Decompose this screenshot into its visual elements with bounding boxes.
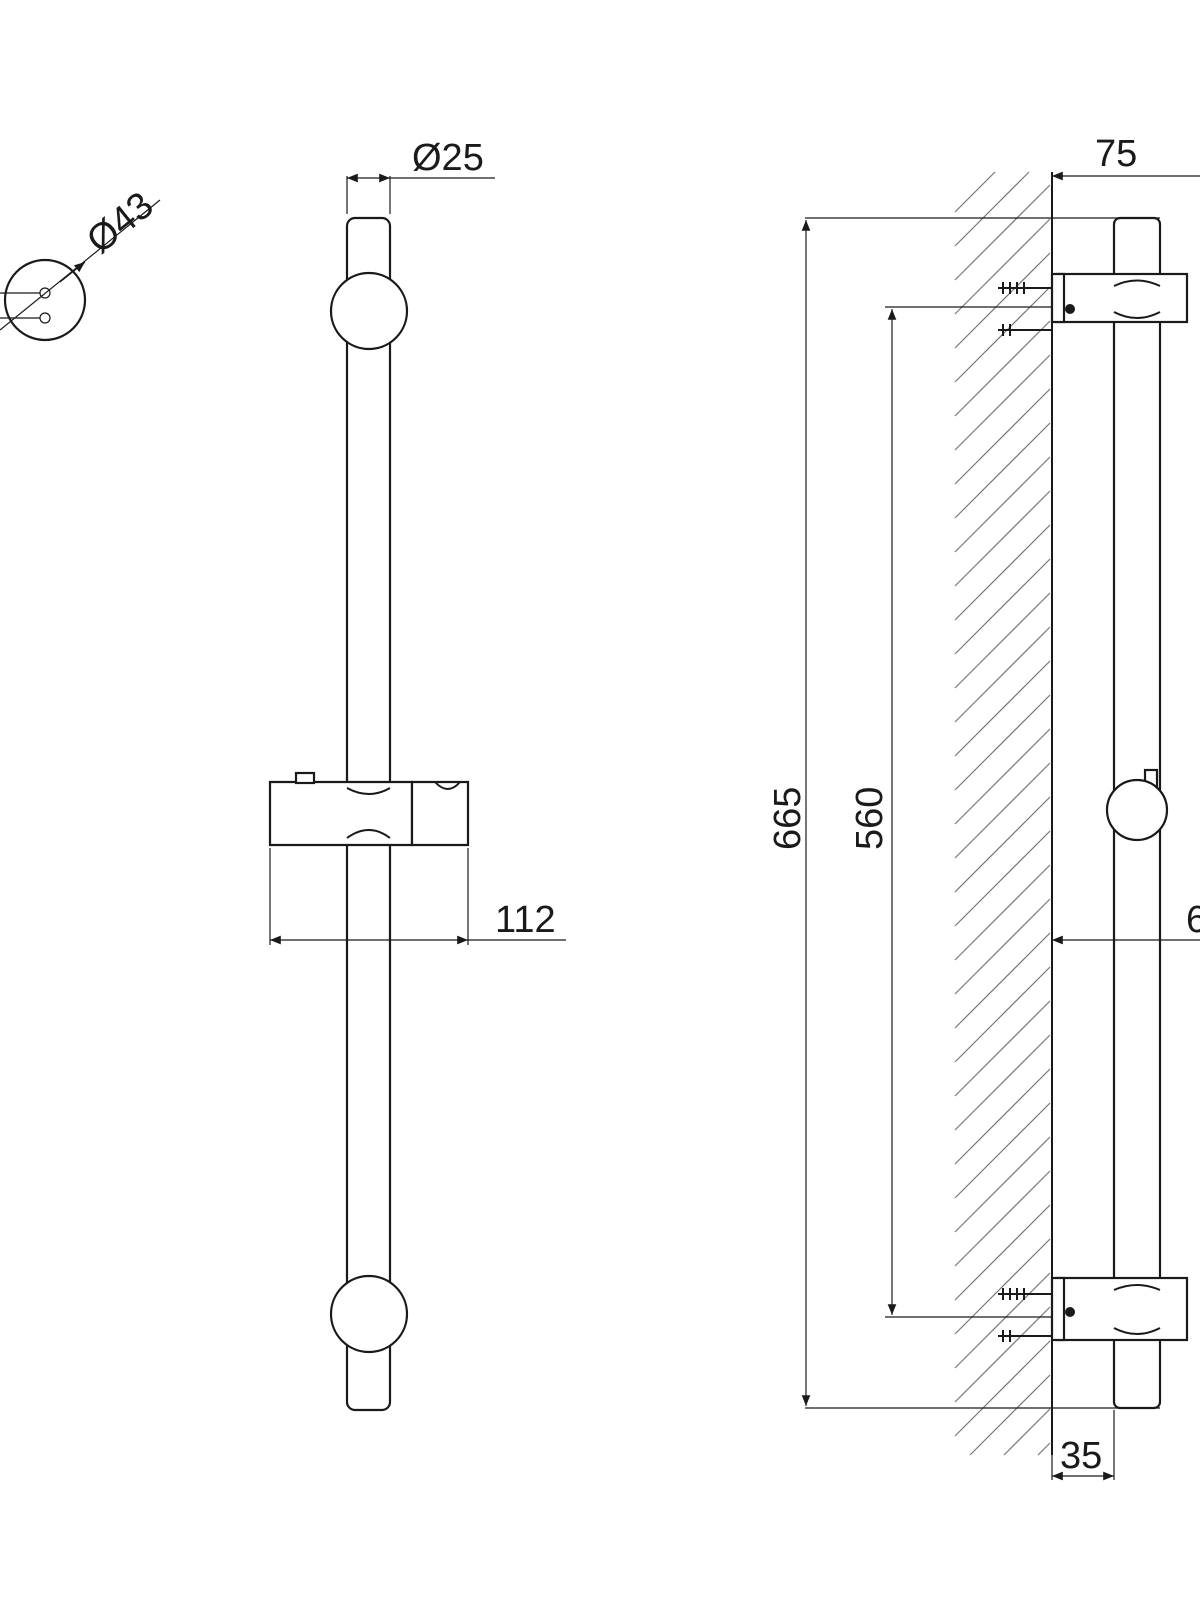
hatch-line (954, 728, 1051, 825)
hatch-line (954, 354, 1051, 451)
hatch-line (954, 932, 1051, 1029)
hatch-line (954, 1034, 1051, 1131)
mount-top-view: Ø43 (0, 184, 161, 342)
hatch-line (954, 1306, 1051, 1403)
holder-width-label: 112 (495, 899, 556, 941)
hatch-line (954, 1136, 1051, 1233)
hatch-line (954, 966, 1051, 1063)
hatch-line (954, 1102, 1051, 1199)
hatch-line (954, 218, 1051, 315)
hatch-line (954, 1170, 1051, 1267)
hatch-line (954, 898, 1051, 995)
hatch-line (954, 320, 1051, 417)
partial-right-label: 6 (1186, 899, 1200, 941)
wall-hatching (954, 171, 1051, 1456)
wall-offset-label: 35 (1060, 1435, 1102, 1477)
bottom-bracket (998, 1276, 1189, 1342)
hatch-line (954, 388, 1051, 485)
hatch-line (954, 1068, 1051, 1165)
fixing-distance-label: 560 (849, 787, 891, 850)
hatch-line (1003, 1408, 1051, 1456)
hatch-line (954, 490, 1051, 587)
hatch-line (954, 171, 1030, 247)
hatch-line (954, 1238, 1051, 1335)
top-mount-disk (329, 271, 409, 351)
height-total-label: 665 (767, 787, 809, 850)
bottom-mount-disk (329, 1274, 409, 1354)
slider-holder (268, 771, 470, 847)
hatch-line (954, 558, 1051, 655)
rail-front-view: Ø25 112 (268, 137, 566, 1412)
hatch-line (969, 1374, 1051, 1456)
depth-total-label: 75 (1095, 133, 1137, 175)
hatch-line (954, 830, 1051, 927)
hatch-line (954, 524, 1051, 621)
hatch-line (954, 171, 996, 213)
hatch-line (954, 660, 1051, 757)
hatch-line (1037, 1442, 1051, 1456)
hatch-line (954, 1204, 1051, 1301)
hatch-line (954, 1272, 1051, 1369)
hatch-line (954, 456, 1051, 553)
hatch-line (954, 762, 1051, 859)
hatch-line (954, 694, 1051, 791)
hatch-line (954, 796, 1051, 893)
hatch-line (954, 626, 1051, 723)
hatch-line (954, 184, 1051, 281)
hatch-line (954, 252, 1051, 349)
hatch-line (954, 422, 1051, 519)
rail-side-view: 75 665 560 35 6 (767, 133, 1200, 1481)
hatch-line (954, 592, 1051, 689)
holder-side (1105, 768, 1169, 842)
hatch-line (954, 1340, 1051, 1437)
top-bracket (998, 272, 1189, 336)
hatch-line (954, 864, 1051, 961)
diameter-rail-label: Ø25 (412, 137, 484, 179)
diameter-mount-label: Ø43 (79, 184, 161, 262)
hatch-line (954, 1000, 1051, 1097)
